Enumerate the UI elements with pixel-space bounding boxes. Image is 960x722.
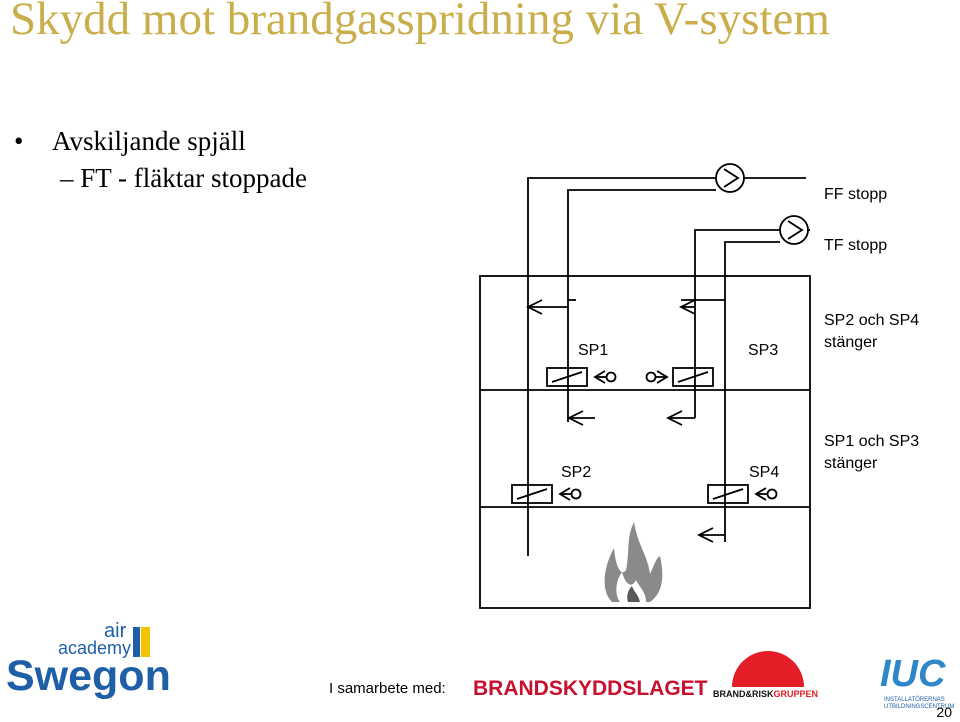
cooperation-label: I samarbete med: [329, 680, 446, 697]
fan-label-tf: TF stopp [824, 237, 887, 254]
exhaust-duct-branch [724, 241, 780, 542]
supply-duct-shaft [527, 177, 716, 556]
exhaust-duct-shaft [694, 229, 780, 418]
svg-text:UTBILDNINGSCENTRUM: UTBILDNINGSCENTRUM [884, 704, 954, 710]
flame-icon [604, 522, 663, 602]
supply-fan-icon [715, 163, 745, 193]
bullet-item: • Avskiljande spjäll [14, 126, 246, 157]
brand-risk-sun-icon [732, 651, 804, 687]
sub-bullet-item: – FT - fläktar stoppade [60, 163, 307, 193]
brand-risk-logo: BRAND&RISKGRUPPEN [713, 651, 818, 699]
supply-duct-branch [567, 189, 716, 422]
exhaust-fan-icon [779, 215, 809, 245]
note-floor1-line1: SP1 och SP3 [824, 433, 919, 450]
air-academy-text: air [104, 620, 127, 642]
damper-label-sp4: SP4 [749, 464, 779, 481]
damper-sp2-icon [511, 484, 553, 504]
air-academy-text: academy [58, 638, 131, 658]
bullet-dot: • [14, 126, 24, 156]
note-floor1-line2: stänger [824, 455, 878, 472]
swegon-logo: air academy Swegon [6, 620, 171, 700]
note-floor2-line2: stänger [824, 334, 878, 351]
svg-text:INSTALLATÖRERNAS: INSTALLATÖRERNAS [884, 696, 945, 703]
fan-label-ff: FF stopp [824, 186, 887, 203]
damper-blade [551, 371, 583, 383]
brandskyddslaget-logo: BRANDSKYDDSLAGET [473, 677, 708, 700]
iuc-logo: IUC INSTALLATÖRERNAS UTBILDNINGSCENTRUM [880, 653, 954, 710]
damper-label-sp3: SP3 [748, 342, 778, 359]
page-number: 20 [936, 704, 952, 720]
svg-text:BRAND&RISKGRUPPEN: BRAND&RISKGRUPPEN [713, 689, 818, 699]
slide-title: Skydd mot brandgasspridning via V-system [10, 0, 830, 45]
iuc-wordmark: IUC [880, 653, 946, 695]
damper-sp1-icon [546, 367, 588, 387]
exhaust-fan-blade [787, 220, 804, 240]
damper-blade [516, 488, 548, 500]
swegon-flag-icon [133, 627, 140, 657]
damper-sp3-icon [672, 367, 714, 387]
note-floor2-line1: SP2 och SP4 [824, 312, 919, 329]
damper-blade [677, 371, 709, 383]
supply-fan-blade [723, 168, 740, 188]
building-outline [479, 275, 811, 609]
damper-label-sp2: SP2 [561, 464, 591, 481]
damper-label-sp1: SP1 [578, 342, 608, 359]
bullet-text: Avskiljande spjäll [52, 126, 246, 156]
swegon-wordmark: Swegon [6, 652, 171, 700]
damper-sp4-icon [707, 484, 749, 504]
damper-blade [712, 488, 744, 500]
